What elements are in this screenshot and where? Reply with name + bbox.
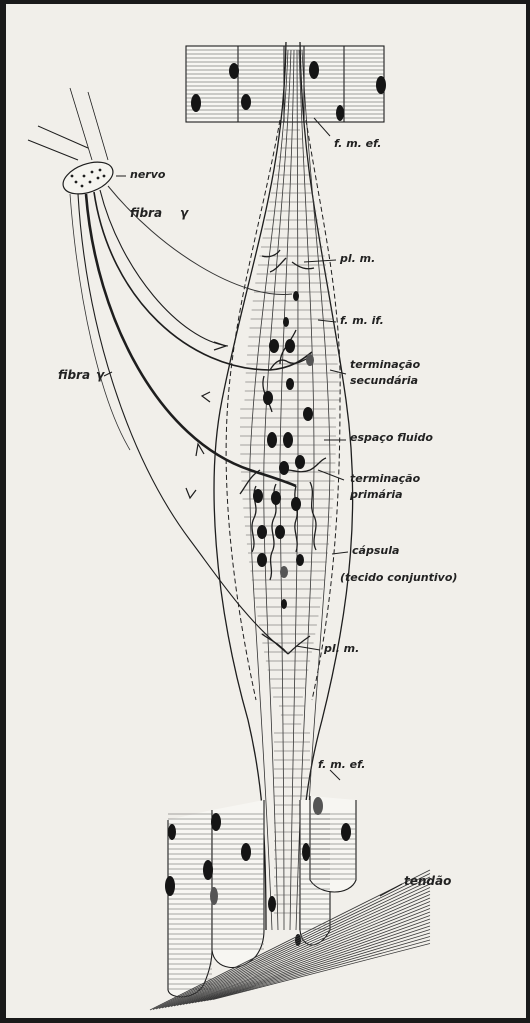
label-gamma-left: γ [96,368,104,382]
label-terminacao-primaria-1: terminação [350,472,420,485]
label-pl-m-bottom: pl. m. [324,642,359,655]
label-fm-if: f. m. if. [340,314,384,327]
sensory-endings [240,250,326,654]
label-capsula-1: cápsula [352,544,399,557]
label-terminacao-primaria-2: primária [350,488,403,501]
label-fibra-gamma-left: fibra [58,368,90,382]
label-nervo: nervo [130,168,165,181]
label-terminacao-secundaria-2: secundária [350,374,418,387]
label-gamma-top: γ [180,206,188,220]
label-fibra-gamma-top: fibra [130,206,162,220]
label-espaco-fluido: espaço fluido [350,431,433,444]
label-pl-m-top: pl. m. [340,252,375,265]
label-tendao: tendão [404,874,451,888]
spindle-body [214,42,353,930]
label-fm-ef-top: f. m. ef. [334,137,382,150]
leader-lines [104,118,402,896]
label-terminacao-secundaria-1: terminação [350,358,420,371]
label-fm-ef-bottom: f. m. ef. [318,758,366,771]
label-capsula-2: (tecido conjuntivo) [340,571,457,584]
